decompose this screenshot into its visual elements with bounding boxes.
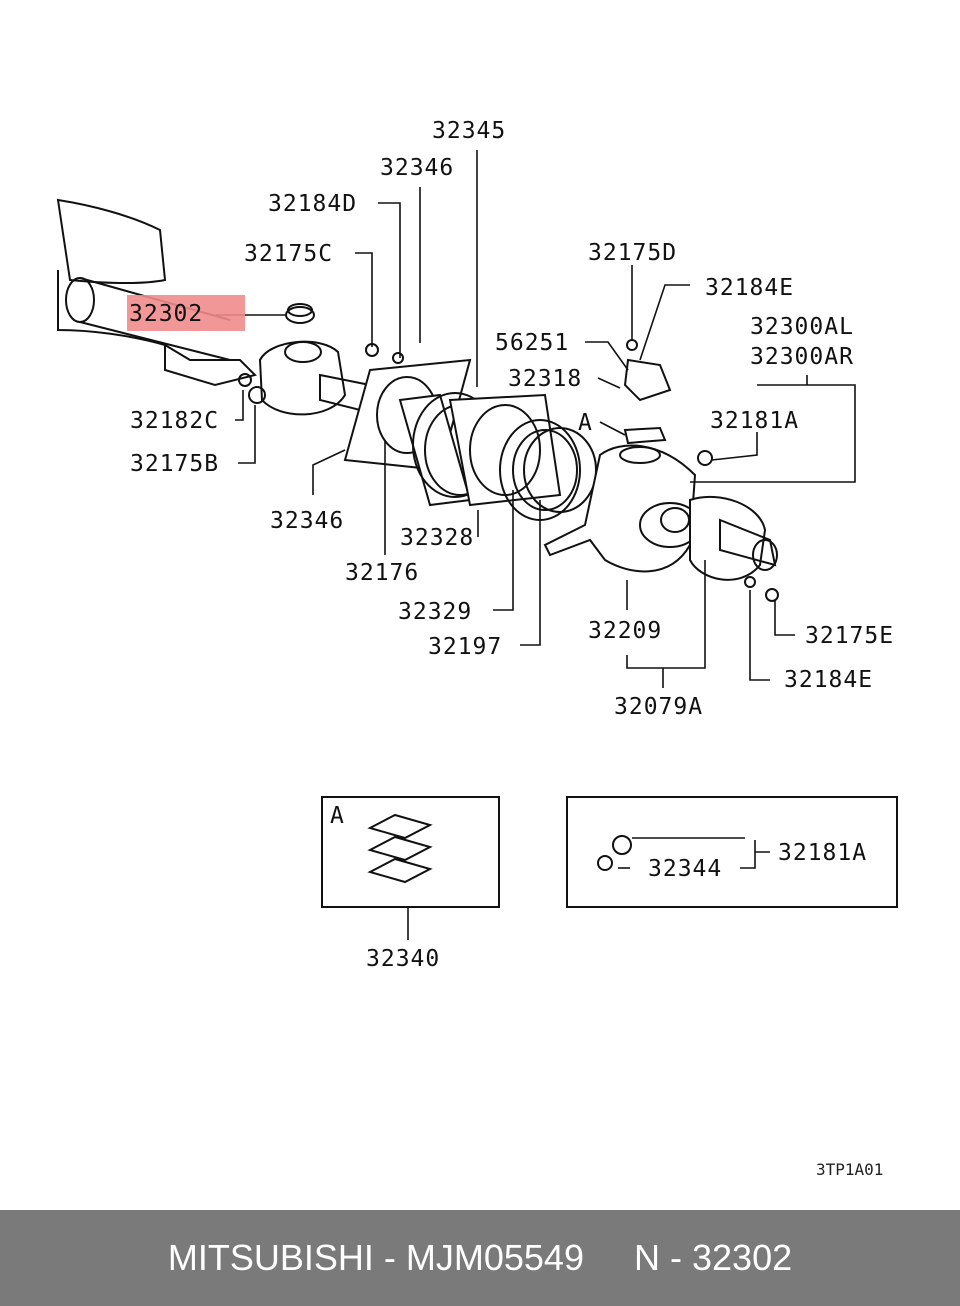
label-32184E-bottom: 32184E: [784, 667, 874, 693]
label-32184E-top: 32184E: [705, 275, 795, 301]
label-32346-top: 32346: [380, 155, 455, 181]
leader-lines: [216, 150, 856, 688]
footer-ref: 32302: [692, 1237, 793, 1278]
label-32175D: 32175D: [588, 240, 678, 266]
parts-drawing: [56, 150, 898, 940]
label-32176: 32176: [345, 560, 420, 586]
footer-gap: [584, 1237, 634, 1279]
label-32300AR: 32300AR: [750, 344, 854, 370]
inner-knuckle-drawing: [238, 340, 404, 416]
highlighted-part-marker: [127, 295, 245, 331]
label-32209: 32209: [588, 618, 663, 644]
footer-separator: -: [373, 1237, 406, 1278]
exploded-parts-diagram: 32345 32346 32184D 32175C 32302 32182C 3…: [56, 118, 898, 1179]
label-56251: 56251: [495, 330, 570, 356]
gasket-kit-box: [321, 796, 500, 940]
label-32302[interactable]: 32302: [129, 301, 204, 327]
footer-ref-prefix: N -: [634, 1237, 692, 1278]
label-32318: 32318: [508, 366, 583, 392]
label-32197: 32197: [428, 634, 503, 660]
label-32079A: 32079A: [614, 694, 704, 720]
steering-knuckle-drawing: [543, 339, 779, 602]
seal-plates-drawing: [343, 358, 597, 521]
footer-brand: MITSUBISHI: [167, 1237, 374, 1278]
label-A-marker: A: [578, 410, 593, 436]
label-32345: 32345: [432, 118, 507, 144]
label-32181A-box: 32181A: [778, 840, 868, 866]
label-32328: 32328: [400, 525, 475, 551]
label-32184D: 32184D: [268, 191, 358, 217]
label-32340: 32340: [366, 946, 441, 972]
plug-kit-box: [566, 796, 898, 908]
label-32346-bottom: 32346: [270, 508, 345, 534]
label-32181A-top: 32181A: [710, 408, 800, 434]
label-32175C: 32175C: [244, 241, 334, 267]
label-32182C: 32182C: [130, 408, 220, 434]
drawing-code: 3TP1A01: [816, 1160, 884, 1179]
label-32344: 32344: [648, 856, 723, 882]
footer-part-number: MJM05549: [405, 1237, 584, 1278]
label-32300AL: 32300AL: [750, 314, 854, 340]
label-32175B: 32175B: [130, 451, 220, 477]
label-box-A: A: [330, 803, 345, 829]
footer-bar: MITSUBISHI - MJM05549 N - 32302: [0, 1210, 960, 1306]
label-32329: 32329: [398, 599, 473, 625]
label-32175E: 32175E: [805, 623, 895, 649]
